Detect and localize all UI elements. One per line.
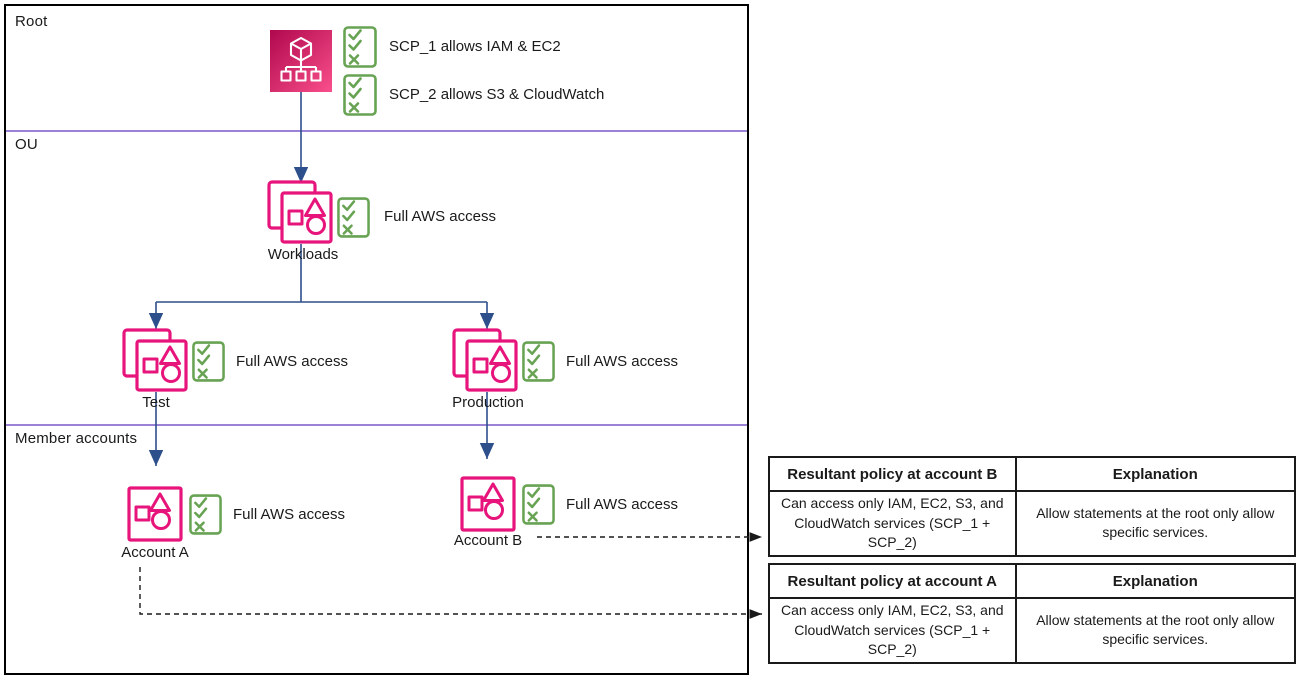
policy-checklist-icon — [522, 341, 555, 382]
policy-checklist-icon — [192, 341, 225, 382]
band-label-root: Root — [15, 13, 48, 30]
node-label: Account A — [121, 544, 189, 561]
ou-icon — [122, 328, 188, 392]
scp1-checklist-icon — [343, 26, 377, 68]
table-header-policy: Resultant policy at account B — [768, 456, 1017, 492]
node-label: Workloads — [267, 246, 339, 263]
policy-checklist-icon — [522, 484, 555, 525]
policy-label: Full AWS access — [566, 353, 678, 370]
table-row: Can access only IAM, EC2, S3, and CloudW… — [768, 597, 1296, 664]
policy-checklist-icon — [189, 494, 222, 535]
scp2-label: SCP_2 allows S3 & CloudWatch — [389, 86, 605, 103]
policy-cell: Can access only IAM, EC2, S3, and CloudW… — [768, 490, 1017, 557]
account-icon — [127, 486, 183, 542]
organization-diagram-panel: Root OU Member accounts — [4, 4, 749, 675]
policy-label: Full AWS access — [566, 496, 678, 513]
band-label-ou: OU — [15, 136, 38, 153]
aws-organizations-icon — [270, 30, 332, 92]
resultant-policy-table-account-a: Resultant policy at account A Explanatio… — [768, 563, 1296, 664]
node-test: Full AWS access Test — [122, 328, 382, 418]
root-ou-divider — [6, 130, 747, 132]
table-header-explanation: Explanation — [1014, 563, 1296, 599]
node-label: Account B — [453, 532, 523, 549]
table-header-policy: Resultant policy at account A — [768, 563, 1017, 599]
node-account-b: Full AWS access Account B — [454, 476, 720, 560]
scp1-label: SCP_1 allows IAM & EC2 — [389, 38, 561, 55]
account-icon — [460, 476, 516, 532]
explanation-cell: Allow statements at the root only allow … — [1014, 490, 1296, 557]
node-workloads: Full AWS access Workloads — [267, 180, 527, 270]
ou-icon — [452, 328, 518, 392]
ou-icon — [267, 180, 333, 244]
policy-label: Full AWS access — [236, 353, 348, 370]
node-account-a: Full AWS access Account A — [121, 486, 387, 570]
scp2-checklist-icon — [343, 74, 377, 116]
table-header-explanation: Explanation — [1014, 456, 1296, 492]
node-label: Production — [452, 394, 524, 411]
policy-cell: Can access only IAM, EC2, S3, and CloudW… — [768, 597, 1017, 664]
explanation-cell: Allow statements at the root only allow … — [1014, 597, 1296, 664]
policy-label: Full AWS access — [233, 506, 345, 523]
table-row: Can access only IAM, EC2, S3, and CloudW… — [768, 490, 1296, 557]
policy-label: Full AWS access — [384, 208, 496, 225]
node-label: Test — [142, 394, 170, 411]
band-label-member: Member accounts — [15, 430, 138, 447]
policy-checklist-icon — [337, 197, 370, 238]
ou-member-divider — [6, 424, 747, 426]
resultant-policy-table-account-b: Resultant policy at account B Explanatio… — [768, 456, 1296, 557]
node-production: Full AWS access Production — [452, 328, 712, 418]
